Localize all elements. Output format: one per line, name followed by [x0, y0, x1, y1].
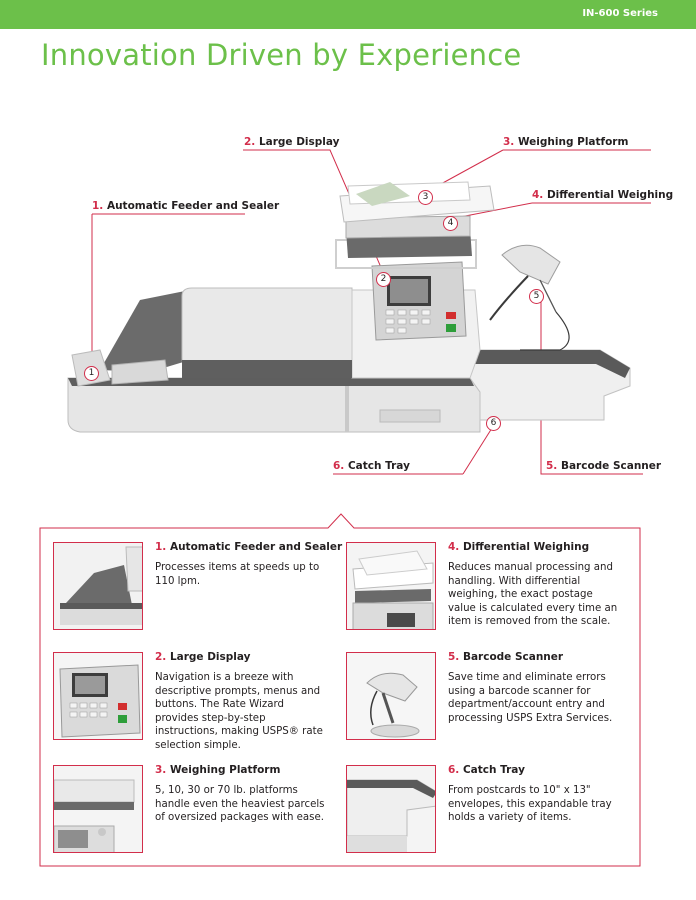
feature-title: 4. Differential Weighing	[448, 541, 590, 553]
marker-3: 3	[418, 190, 433, 205]
marker-1: 1	[84, 366, 99, 381]
feature-title: 3. Weighing Platform	[155, 764, 281, 776]
feature-display: 2. Large Display Navigation is a breeze …	[155, 651, 325, 753]
page-title: Innovation Driven by Experience	[41, 38, 522, 72]
feature-title: 6. Catch Tray	[448, 764, 525, 776]
feature-barcode-scanner: 5. Barcode Scanner Save time and elimina…	[448, 651, 618, 725]
feature-feeder: 1. Automatic Feeder and Sealer Processes…	[155, 541, 343, 588]
feature-weighing-platform: 3. Weighing Platform 5, 10, 30 or 70 lb.…	[155, 764, 325, 825]
feature-text: Processes items at speeds up to 110 lpm.	[155, 562, 320, 587]
feature-differential-weighing: 4. Differential Weighing Reduces manual …	[448, 541, 618, 629]
marker-6: 6	[486, 416, 501, 431]
callout-differential-weighing: 4. Differential Weighing	[532, 189, 674, 201]
callout-barcode-scanner: 5. Barcode Scanner	[546, 460, 662, 472]
feature-catch-tray: 6. Catch Tray From postcards to 10" x 13…	[448, 764, 618, 825]
thumb-catch-tray	[346, 765, 436, 853]
callout-weighing-platform: 3. Weighing Platform	[503, 136, 629, 148]
callout-display: 2. Large Display	[244, 136, 340, 148]
marker-5: 5	[529, 289, 544, 304]
feature-text: Navigation is a breeze with descriptive …	[155, 672, 323, 751]
feature-text: Save time and eliminate errors using a b…	[448, 672, 613, 724]
thumb-weighing-platform	[53, 765, 143, 853]
thumb-display	[53, 652, 143, 740]
feature-text: 5, 10, 30 or 70 lb. platforms handle eve…	[155, 785, 325, 824]
thumb-differential-weighing	[346, 542, 436, 630]
thumb-barcode-scanner	[346, 652, 436, 740]
header-bar: IN-600 Series	[0, 0, 696, 29]
callout-catch-tray: 6. Catch Tray	[333, 460, 410, 472]
thumb-feeder	[53, 542, 143, 630]
series-label: IN-600 Series	[582, 8, 658, 19]
feature-text: From postcards to 10" x 13" envelopes, t…	[448, 785, 612, 824]
callout-feeder: 1. Automatic Feeder and Sealer	[92, 200, 280, 212]
feature-title: 5. Barcode Scanner	[448, 651, 564, 663]
feature-title: 1. Automatic Feeder and Sealer	[155, 541, 343, 553]
feature-title: 2. Large Display	[155, 651, 251, 663]
marker-2: 2	[376, 272, 391, 287]
marker-4: 4	[443, 216, 458, 231]
feature-text: Reduces manual processing and handling. …	[448, 562, 618, 628]
